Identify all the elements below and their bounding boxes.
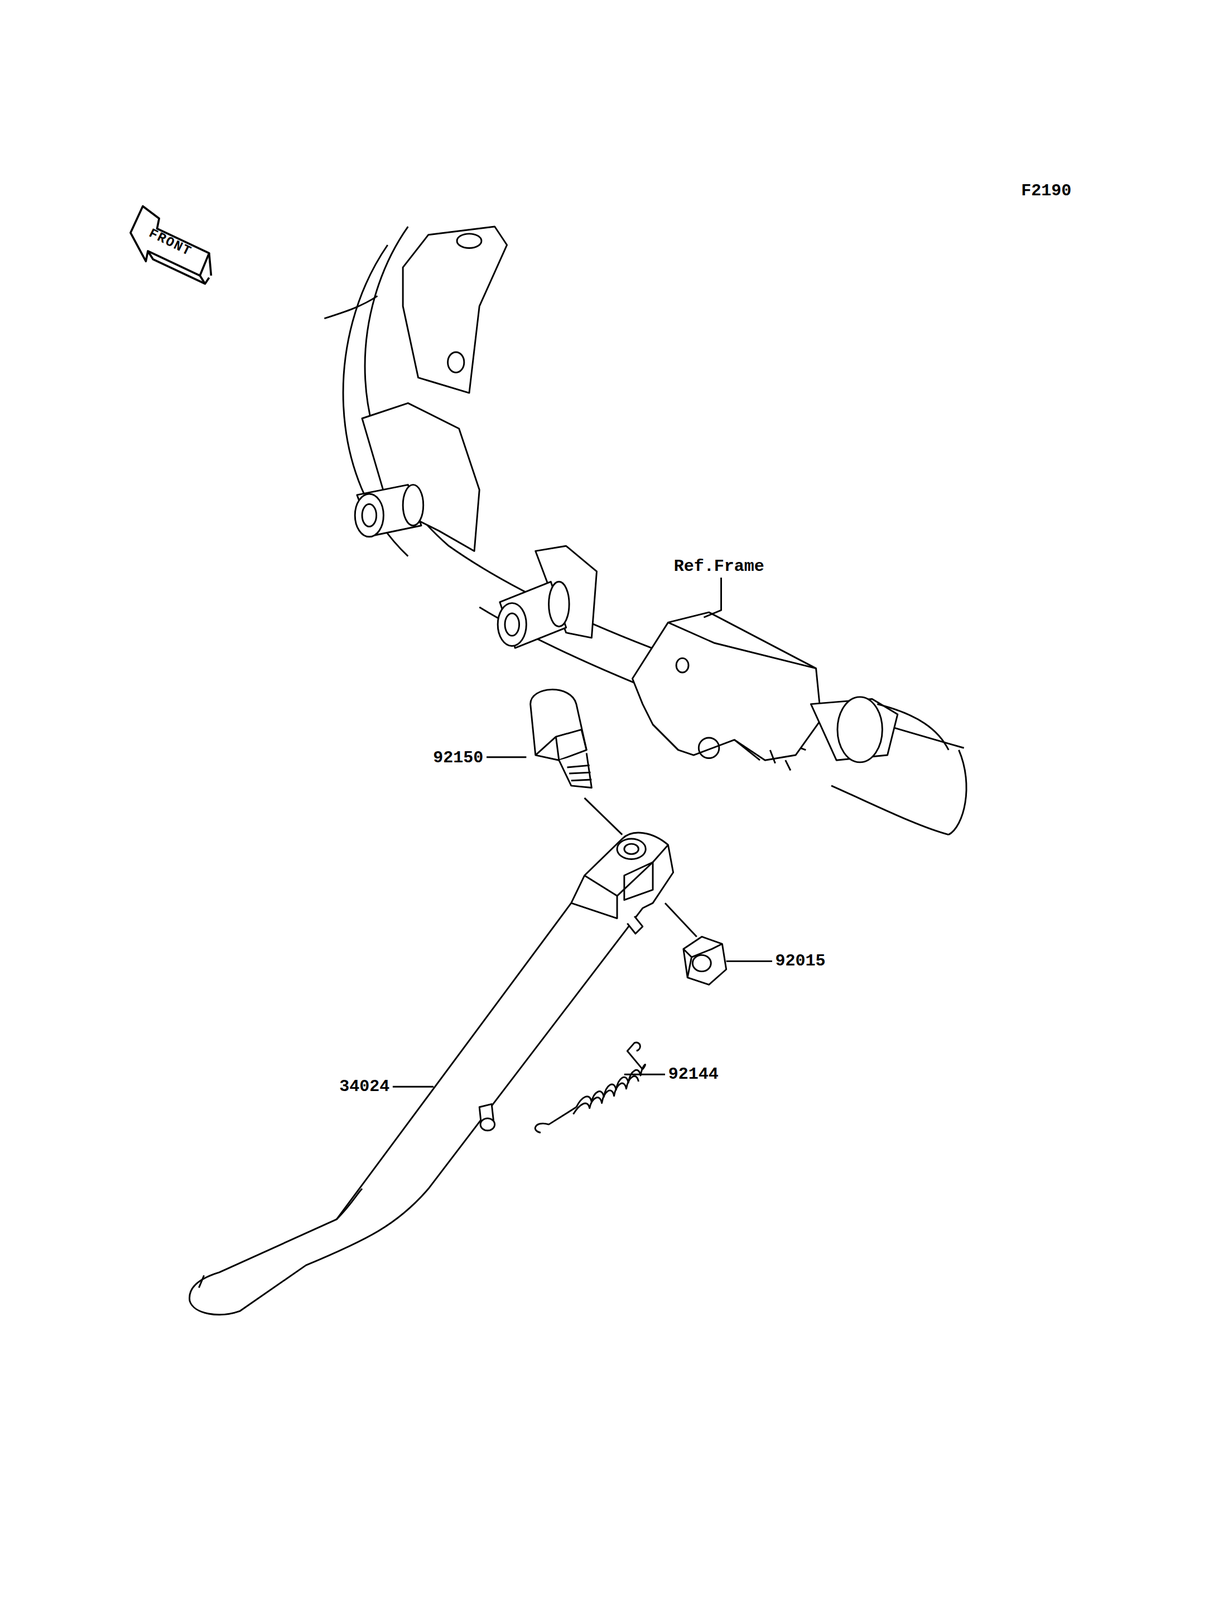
leader-lines	[392, 757, 773, 1087]
callout-number: 92150	[431, 748, 485, 767]
callout-number: 34024	[338, 1077, 391, 1096]
side-stand	[189, 832, 697, 1315]
pivot-bolt	[530, 689, 623, 835]
callout-number: 92144	[667, 1065, 720, 1083]
frame	[324, 226, 967, 835]
hex-nut	[683, 936, 727, 985]
front-arrow	[130, 205, 211, 284]
reference-label: Ref.Frame	[672, 557, 766, 576]
callout-number: 92015	[774, 951, 827, 970]
return-spring	[535, 1042, 666, 1133]
figure-number: F2190	[1019, 181, 1073, 200]
